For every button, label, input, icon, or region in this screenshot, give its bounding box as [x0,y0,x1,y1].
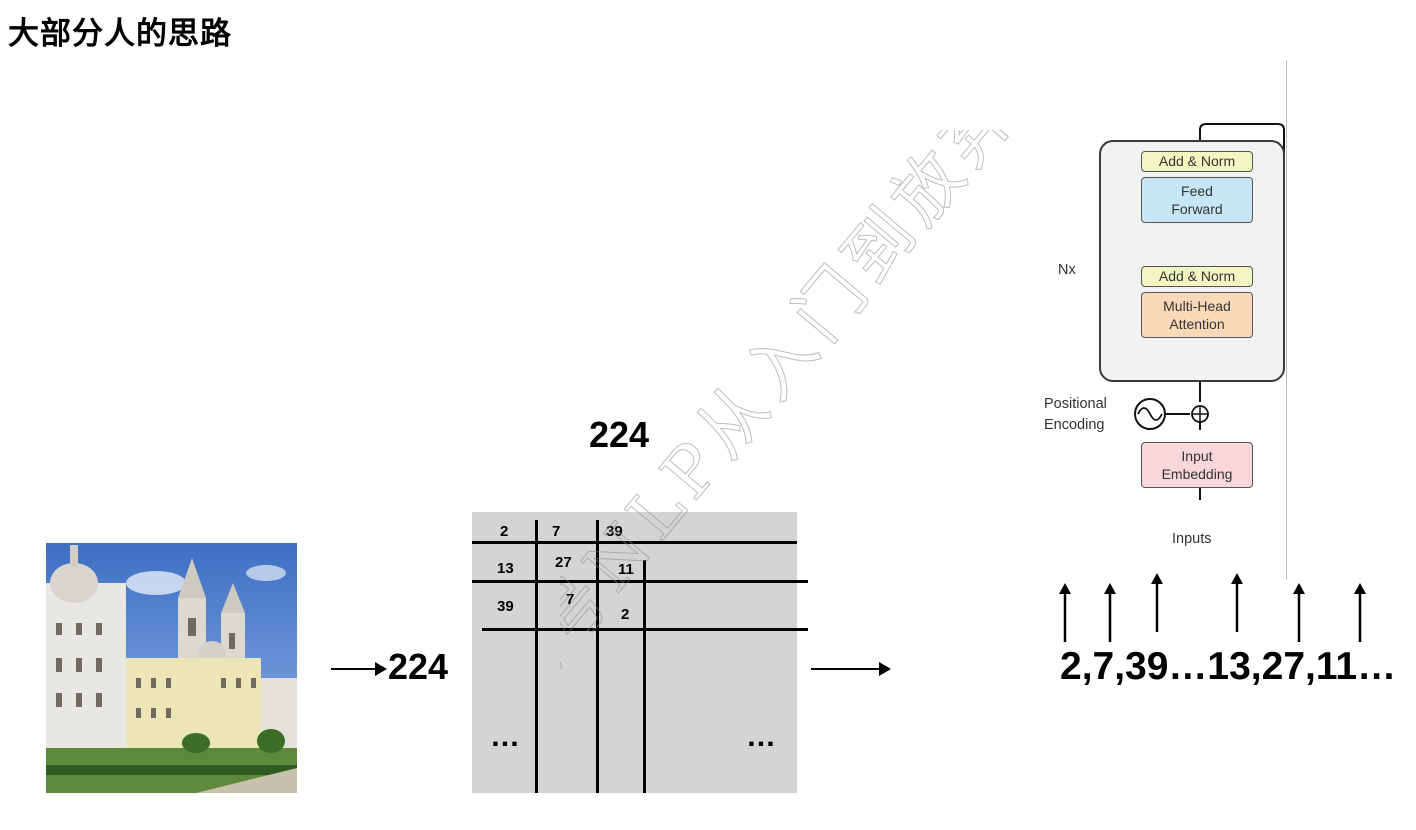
grid-vline [643,560,646,793]
nx-label: Nx [1058,262,1076,278]
input-embedding-box: Input Embedding [1141,442,1253,488]
multi-head-attention-box: Multi-Head Attention [1141,292,1253,338]
positional-encoding-label: Positional Encoding [1044,396,1107,433]
grid-ellipsis-left: … [490,720,521,753]
add-norm-bottom-box: Add & Norm [1141,266,1253,287]
palace-photo [46,543,297,793]
pixel-grid: 2 7 39 13 27 11 39 7 2 … … [472,512,808,793]
inputs-label: Inputs [1172,531,1212,547]
slide-title: 大部分人的思路 [8,16,232,52]
grid-cell: 13 [497,560,514,577]
grid-vline [535,520,538,793]
figure-divider [1286,60,1287,580]
grid-cell: 11 [618,561,634,578]
grid-cell: 2 [621,606,630,623]
arrow-grid-to-sequence [811,662,891,676]
grid-cell: 2 [500,523,509,540]
add-norm-top-box: Add & Norm [1141,151,1253,172]
grid-cell: 39 [606,523,623,540]
grid-hline [472,541,797,544]
grid-hline [472,580,808,583]
grid-cell: 7 [552,523,561,540]
token-sequence: 2,7,39…13,27,11… [1060,645,1397,688]
grid-vline [596,520,599,793]
feed-forward-box: Feed Forward [1141,177,1253,223]
grid-cell: 27 [555,554,572,571]
grid-cell: 7 [566,591,575,608]
image-height-label: 224 [388,646,449,687]
input-token-arrows [1059,573,1366,642]
grid-ellipsis-right: … [746,720,777,753]
grid-cell: 39 [497,598,514,615]
arrow-image-to-grid [331,662,387,676]
image-width-label: 224 [589,414,650,455]
